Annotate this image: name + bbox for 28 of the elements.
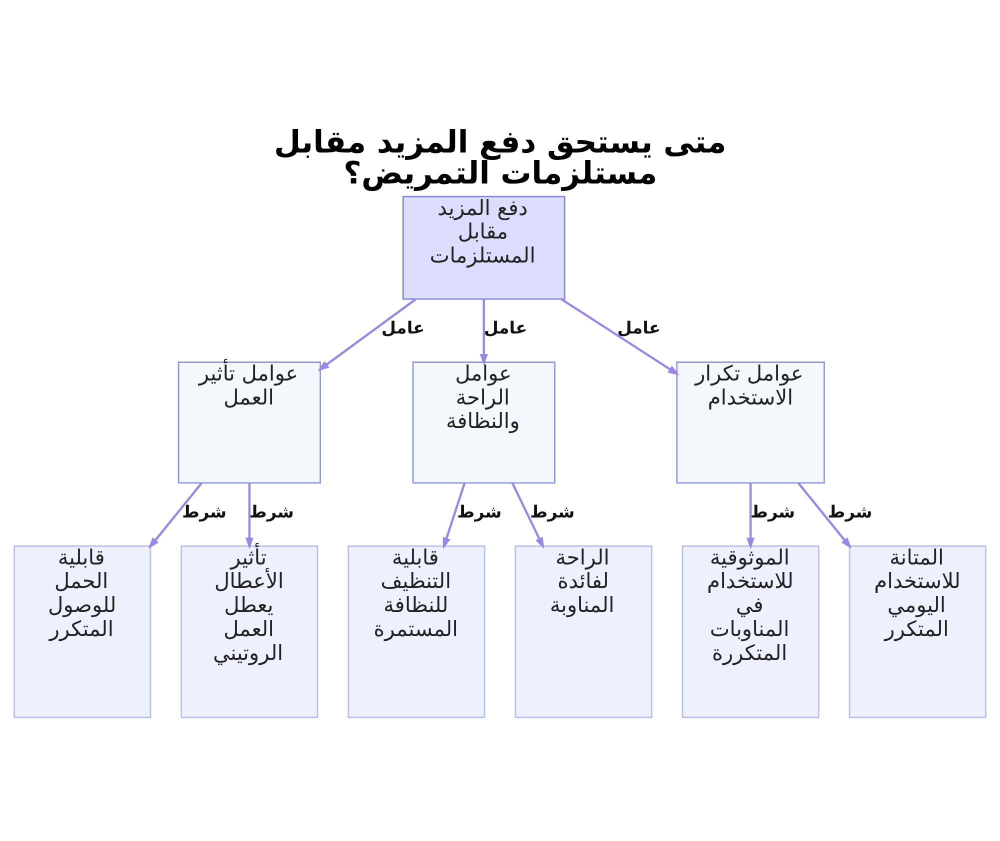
edge-label: شرط bbox=[182, 501, 227, 522]
arrow bbox=[148, 482, 202, 549]
diagram-title: متى يستحق دفع المزيد مقابل مستلزمات التمريض؟ bbox=[274, 124, 726, 192]
edge-label: شرط bbox=[750, 501, 796, 522]
arrow bbox=[511, 482, 544, 549]
node-box: المتانة للاستخدام اليومي المتكرر bbox=[848, 545, 986, 718]
edge-label: عامل bbox=[617, 318, 660, 338]
edge-label: عامل bbox=[381, 318, 425, 338]
node-box: تأثير الأعطال يعطل العمل الروتيني bbox=[180, 545, 318, 718]
node-box: عوامل الراحة والنظافة bbox=[412, 362, 556, 484]
node-box: قابلية التنظيف للنظافة المستمرة bbox=[348, 545, 486, 718]
node-box: الموثوقية للاستخدام في المناوبات المتكررة bbox=[682, 545, 820, 718]
arrow bbox=[480, 299, 488, 366]
node-box: قابلية الحمل للوصول المتكرر bbox=[14, 545, 152, 718]
node-box: دفع المزيد مقابل المستلزمات bbox=[402, 196, 566, 300]
arrow bbox=[560, 298, 680, 376]
arrow bbox=[746, 483, 755, 550]
edge-label: شرط bbox=[530, 501, 575, 522]
edge-label: عامل bbox=[484, 318, 528, 338]
edge-label: شرط bbox=[828, 501, 872, 522]
node-box: الراحة لفائدة المناوبة bbox=[514, 545, 652, 718]
arrow bbox=[442, 482, 466, 550]
arrow bbox=[245, 483, 254, 550]
edge-label: شرط bbox=[249, 501, 294, 522]
node-box: عوامل تكرار الاستخدام bbox=[676, 362, 825, 484]
arrow bbox=[318, 298, 416, 372]
arrow bbox=[798, 482, 852, 549]
edge-label: شرط bbox=[457, 501, 502, 522]
